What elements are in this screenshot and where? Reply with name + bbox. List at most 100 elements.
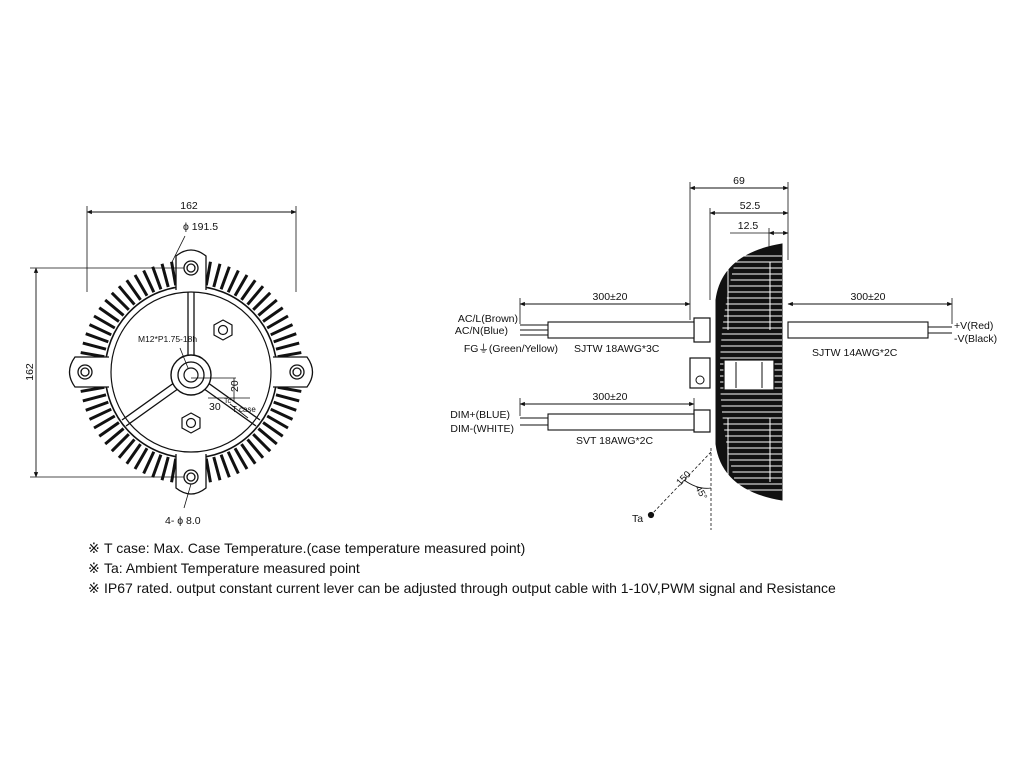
fin [151, 266, 163, 290]
note-mark: ※ [88, 580, 100, 596]
fin [270, 323, 294, 337]
dim-52-5: 52.5 [740, 200, 761, 212]
dim-cable [547, 413, 695, 431]
dim-height-162: 162 [24, 363, 36, 381]
front-view [30, 206, 314, 509]
holes-label: 4- ϕ 8.0 [165, 515, 201, 527]
screw-bottom [181, 412, 201, 434]
hub-mid [177, 361, 205, 389]
fin [110, 291, 130, 311]
fin [226, 451, 240, 475]
thread-label: M12*P1.75-18h [138, 334, 197, 344]
dim-69: 69 [733, 175, 745, 187]
fin [117, 438, 136, 459]
ac-cable-length: 300±20 [593, 291, 628, 303]
dim-diameter: ϕ 191.5 [183, 221, 218, 233]
mounting-ear-top [175, 249, 207, 290]
fin [88, 323, 112, 337]
fin [204, 261, 212, 286]
fin [233, 447, 249, 470]
tc-small-label: Tc [224, 398, 232, 405]
fin [262, 421, 284, 438]
screw-top [213, 319, 233, 341]
gland-ac [693, 317, 711, 343]
fin [98, 306, 120, 323]
dim-cable-spec: SVT 18AWG*2C [576, 435, 653, 447]
fin [212, 263, 222, 288]
fin [277, 351, 302, 359]
fin [133, 447, 149, 470]
mounting-ear-bottom [175, 454, 207, 495]
note-text: T case: Max. Case Temperature.(case temp… [104, 540, 526, 556]
hub-inner [183, 367, 199, 383]
dim-12-5: 12.5 [738, 220, 759, 232]
fin [219, 454, 231, 478]
note-text: Ta: Ambient Temperature measured point [104, 560, 360, 576]
ta-distance: 150 [674, 469, 693, 488]
fin [93, 314, 116, 330]
fin [110, 433, 130, 453]
fin [257, 298, 278, 317]
fin [266, 414, 289, 430]
fin [246, 285, 265, 306]
ac-cable-spec: SJTW 18AWG*3C [574, 343, 660, 355]
note-mark: ※ [88, 560, 100, 576]
inner-ring [110, 291, 272, 453]
mounting-ear-right [273, 356, 314, 388]
output-cable [787, 321, 929, 339]
fin [93, 414, 116, 430]
v-minus-label: -V(Black) [954, 333, 997, 345]
side-view [519, 182, 953, 530]
note-ip67: ※IP67 rated. output constant current lev… [88, 578, 836, 598]
dim-20: 20 [229, 380, 241, 392]
fin [88, 407, 112, 421]
dim-plus-label: DIM+(BLUE) [450, 409, 510, 421]
fin [240, 279, 257, 301]
ac-n-label: AC/N(Blue) [455, 325, 508, 337]
v-plus-label: +V(Red) [954, 320, 993, 332]
dim-cable-length: 300±20 [593, 391, 628, 403]
fin [273, 400, 297, 412]
gland-dim [693, 409, 711, 433]
fin [226, 269, 240, 293]
note-text: IP67 rated. output constant current leve… [104, 580, 836, 596]
note-ta: ※Ta: Ambient Temperature measured point [88, 558, 360, 578]
fin [275, 341, 300, 351]
fin [262, 306, 284, 323]
fin [117, 285, 136, 306]
fin [252, 291, 272, 311]
fin [212, 456, 222, 481]
fin [240, 443, 257, 465]
dim-width-162: 162 [180, 200, 198, 212]
ta-angle: 45° [692, 484, 709, 502]
fin [104, 298, 125, 317]
fin [104, 427, 125, 446]
output-cable-length: 300±20 [851, 291, 886, 303]
fin [270, 407, 294, 421]
fin [125, 443, 142, 465]
dim-30: 30 [209, 401, 221, 413]
note-mark: ※ [88, 540, 100, 556]
fin [85, 400, 109, 412]
fin [170, 261, 178, 286]
spokes [121, 292, 261, 427]
fin [252, 433, 272, 453]
tcase-label: T case [232, 405, 256, 414]
fin [170, 458, 178, 483]
ta-label: Ta [632, 513, 643, 525]
fin [204, 458, 212, 483]
fin [151, 454, 163, 478]
fin [257, 427, 278, 446]
mounting-ear-left [68, 356, 109, 388]
fin [80, 385, 105, 393]
fin [85, 332, 109, 344]
ac-l-label: AC/L(Brown) [458, 313, 518, 325]
heatsink-fins [80, 261, 302, 483]
fin [219, 266, 231, 290]
fg-label: FG⏚(Green/Yellow) [464, 343, 558, 355]
fin [160, 263, 170, 288]
dim-minus-label: DIM-(WHITE) [450, 423, 514, 435]
fin [160, 456, 170, 481]
fin [98, 421, 120, 438]
